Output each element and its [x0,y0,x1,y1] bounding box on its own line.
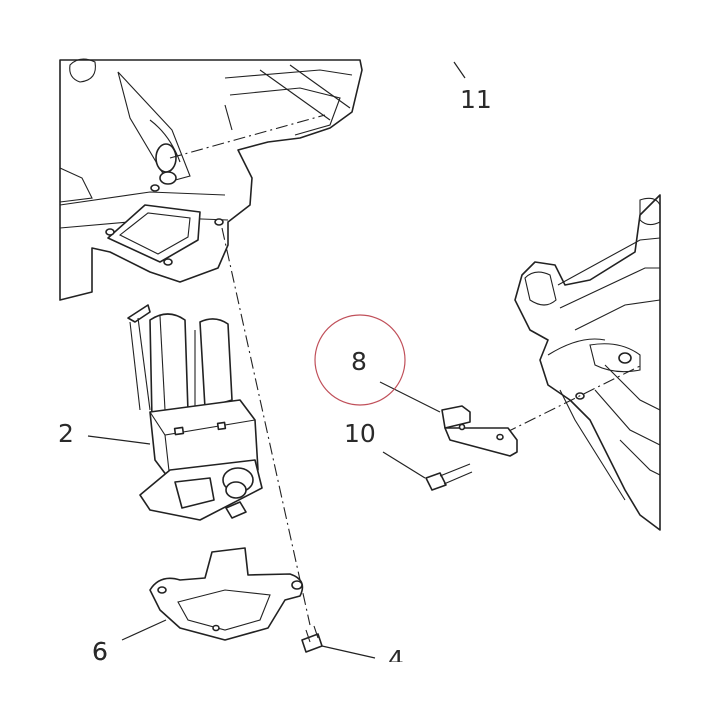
highlight-circle [314,314,406,406]
bolt-hole [105,228,115,236]
callout-6: 6 [92,637,108,666]
bottom-margin [0,662,720,720]
bolt-hole [150,184,160,192]
callout-6-overlay: 6 [92,637,108,666]
axis-line [504,364,643,434]
callout-8: 8 [351,347,367,376]
leader-4 [321,645,376,659]
leader-10 [382,451,426,479]
right-frame-part [514,194,661,531]
chassis-frame-part [59,58,363,301]
callout-2: 2 [58,419,74,448]
callout-11: 11 [460,85,492,114]
axis-line [169,114,326,159]
leader-11 [453,61,466,79]
bolt-hole [163,258,173,266]
actuator-part-2 [127,304,263,521]
screw-part-10 [425,463,473,491]
axis-line [221,227,311,626]
bolt-hole [214,218,224,226]
bolt-part-4 [301,625,323,653]
gasket-part-6 [149,547,304,641]
leader-2 [87,435,151,445]
leader-8 [379,381,441,413]
callout-10: 10 [344,419,376,448]
bracket-part-8 [441,405,518,457]
leader-6 [121,619,167,641]
